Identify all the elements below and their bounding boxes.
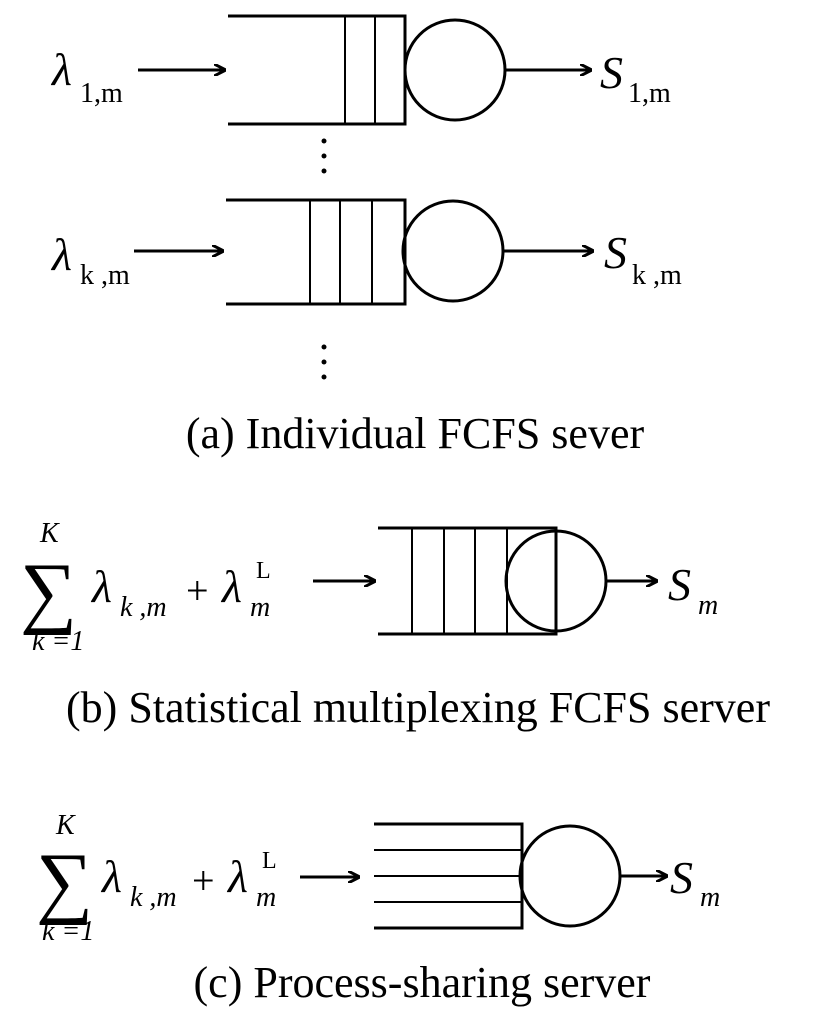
server-circle-1	[403, 18, 507, 122]
lambda-km-symbol: λ	[50, 229, 72, 280]
summation-sign: ∑	[36, 838, 93, 926]
queue-row-1: λ 1,m S 1,m	[50, 14, 671, 126]
summation-sign: ∑	[20, 548, 77, 636]
s-1m-subscript: 1,m	[628, 78, 671, 109]
s-m-subscript: m	[700, 882, 720, 913]
lambda-1m-symbol: λ	[50, 44, 72, 95]
s-km-symbol: S	[604, 227, 627, 278]
server-circle-c	[518, 824, 622, 928]
caption-c: (c) Process-sharing server	[194, 958, 651, 1007]
lambda-km-subscript: k ,m	[130, 882, 177, 913]
panel-c: K ∑ k =1 λ k ,m + λ L m S m (c) Process-…	[36, 810, 720, 1007]
plus-sign: +	[192, 858, 215, 903]
sum-upper-limit: K	[55, 810, 76, 841]
sum-lower-limit: k =1	[42, 916, 94, 947]
caption-b: (b) Statistical multiplexing FCFS server	[66, 683, 770, 732]
queue-buffer-1	[228, 14, 407, 126]
lambda-km-subscript: k ,m	[80, 260, 130, 291]
s-m-subscript: m	[698, 590, 718, 621]
lambda-superscript-l: L	[256, 558, 271, 584]
lambda-m-l-symbol: λ	[226, 851, 248, 902]
s-km-subscript: k ,m	[632, 260, 682, 291]
server-circle-k	[401, 199, 505, 303]
lambda-subscript-m: m	[256, 882, 276, 913]
queue-buffer-b	[378, 526, 558, 636]
lambda-subscript-m: m	[250, 592, 270, 623]
sum-upper-limit: K	[39, 518, 60, 549]
queue-row-k: λ k ,m S k ,m	[50, 198, 682, 306]
ellipsis-vertical-2	[321, 344, 327, 380]
s-m-symbol: S	[668, 559, 691, 610]
panel-b: K ∑ k =1 λ k ,m + λ L m S m (b) Statisti…	[20, 518, 770, 732]
plus-sign: +	[186, 568, 209, 613]
ellipsis-vertical-1	[321, 138, 327, 174]
sum-lower-limit: k =1	[32, 626, 84, 657]
lambda-m-l-symbol: λ	[220, 561, 242, 612]
lambda-km-symbol: λ	[90, 561, 112, 612]
lambda-superscript-l: L	[262, 848, 277, 874]
s-1m-symbol: S	[600, 47, 623, 98]
queue-buffer-k	[226, 198, 407, 306]
panel-a: λ 1,m S 1,m λ k ,m S	[50, 14, 682, 458]
s-m-symbol: S	[670, 852, 693, 903]
lambda-km-subscript: k ,m	[120, 592, 167, 623]
lambda-1m-subscript: 1,m	[80, 78, 123, 109]
caption-a: (a) Individual FCFS sever	[186, 409, 645, 458]
lambda-km-symbol: λ	[100, 851, 122, 902]
